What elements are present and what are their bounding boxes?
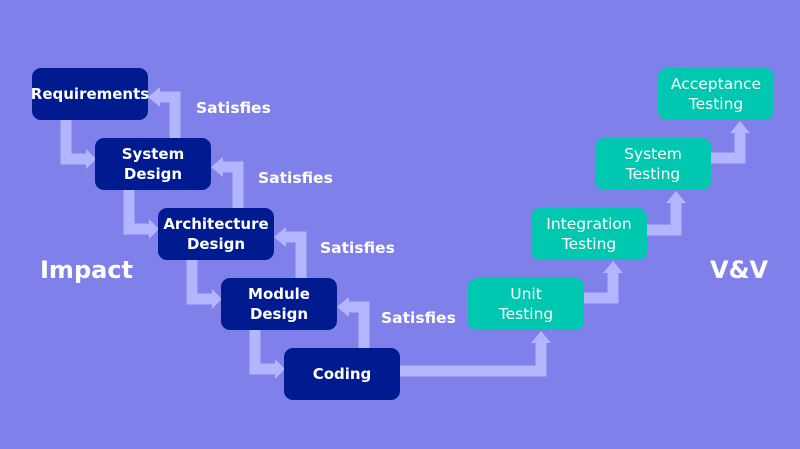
arrowhead [666, 191, 686, 203]
arrowhead [274, 227, 286, 247]
integration-testing-box[interactable]: Integration Testing [531, 208, 647, 260]
arrowhead [212, 289, 222, 309]
arrowhead [531, 331, 551, 343]
satisfies-label-2: Satisfies [258, 169, 333, 187]
flow-arrow-arch-to-module [186, 260, 212, 305]
satisfies-arrow-3 [284, 231, 307, 278]
unit-testing-label: Unit Testing [498, 285, 554, 323]
vv-label: V&V [710, 256, 769, 284]
requirements-box[interactable]: Requirements [30, 68, 150, 120]
acceptance-testing-box[interactable]: Acceptance Testing [658, 68, 774, 120]
impact-label: Impact [40, 256, 134, 284]
flow-arrow-system-to-acceptance [711, 132, 746, 164]
arrowhead [86, 149, 96, 169]
flow-arrow-module-to-coding [249, 330, 275, 375]
satisfies-label-3: Satisfies [320, 239, 395, 257]
arrowhead [603, 261, 623, 273]
arrowhead [148, 87, 160, 107]
unit-testing-box[interactable]: Unit Testing [468, 278, 584, 330]
flow-arrow-unit-to-integration [584, 272, 619, 304]
arrowhead [275, 359, 285, 379]
module-design-label: Module Design [248, 285, 310, 323]
integration-testing-label: Integration Testing [546, 215, 632, 253]
system-design-box[interactable]: System Design [95, 138, 211, 190]
arrowhead [149, 219, 159, 239]
satisfies-arrow-4 [347, 301, 370, 348]
flow-arrow-integration-to-system [647, 202, 682, 236]
satisfies-arrow-1 [158, 91, 181, 138]
flow-arrow-coding-to-unit [400, 342, 547, 377]
architecture-design-label: Architecture Design [163, 215, 269, 253]
satisfies-arrow-2 [221, 161, 244, 208]
architecture-design-box[interactable]: Architecture Design [158, 208, 274, 260]
system-design-label: System Design [121, 145, 185, 183]
arrowhead [211, 157, 223, 177]
arrowhead [730, 121, 750, 133]
acceptance-testing-label: Acceptance Testing [670, 75, 762, 113]
coding-box[interactable]: Coding [284, 348, 400, 400]
system-testing-box[interactable]: System Testing [595, 138, 711, 190]
arrowhead [337, 297, 349, 317]
satisfies-label-4: Satisfies [381, 309, 456, 327]
flow-arrow-system-to-arch [123, 190, 149, 235]
system-testing-label: System Testing [624, 145, 682, 183]
coding-label: Coding [312, 365, 372, 383]
requirements-label: Requirements [30, 85, 150, 103]
flow-arrow-req-to-system [60, 120, 86, 165]
satisfies-label-1: Satisfies [196, 99, 271, 117]
module-design-box[interactable]: Module Design [221, 278, 337, 330]
